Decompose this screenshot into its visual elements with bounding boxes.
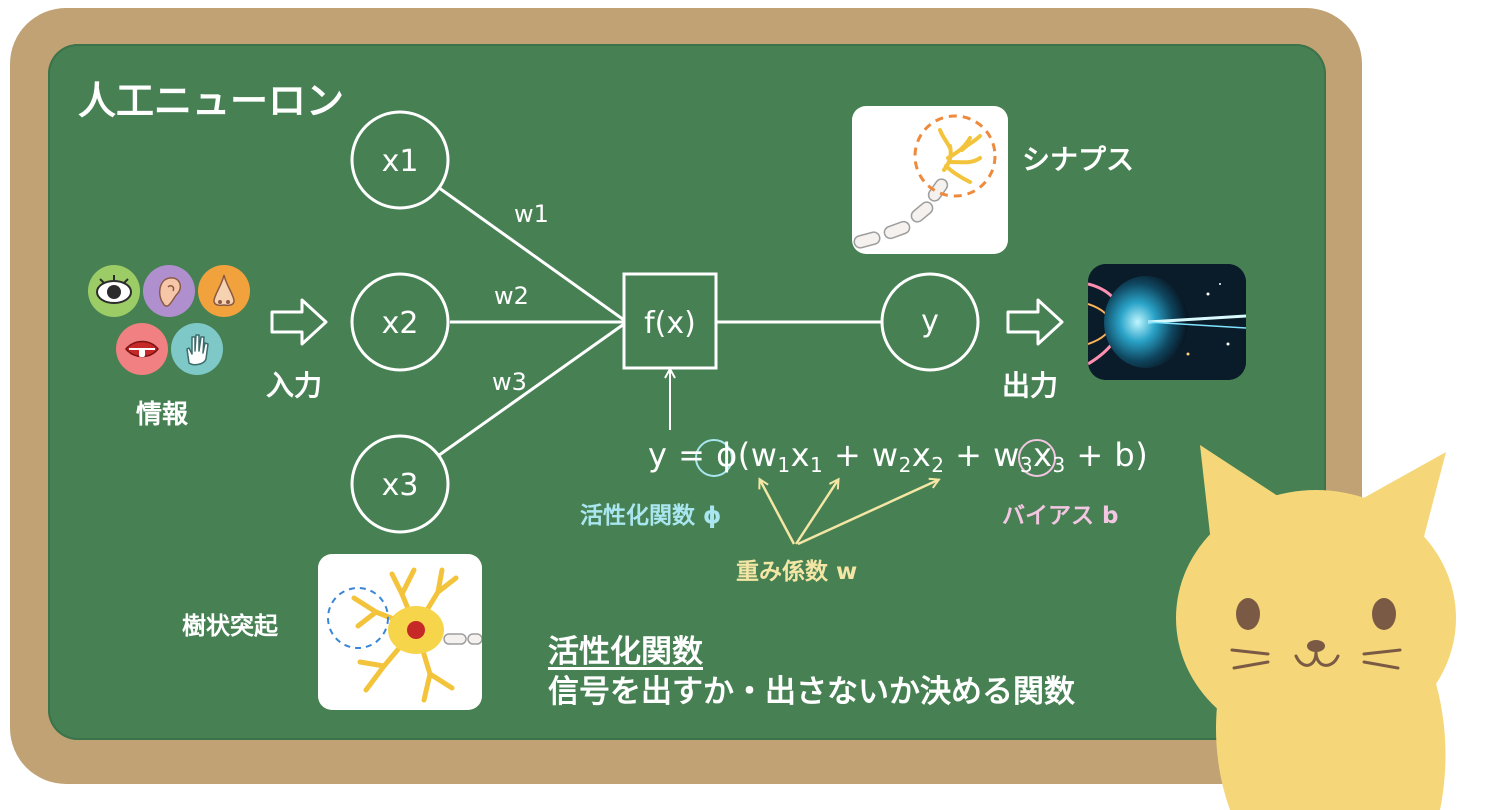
formula-x3: x <box>1033 436 1053 474</box>
blackboard <box>48 44 1326 740</box>
nose-icon <box>198 265 250 317</box>
formula-w3: w <box>993 436 1020 474</box>
formula-lhs: y = <box>648 436 717 474</box>
formula-plus-1: + <box>823 436 872 474</box>
activation-function-annotation: 活性化関数 ϕ <box>580 503 722 529</box>
formula-x2: x <box>911 436 932 474</box>
mouth-icon <box>116 323 168 375</box>
phi-highlight-circle <box>695 439 733 477</box>
formula-w2-sub: 2 <box>898 453 912 477</box>
formula-plus-2: + <box>944 436 994 474</box>
formula-close-paren: ) <box>1135 436 1149 474</box>
input-label: 入力 <box>266 369 323 402</box>
formula-open-paren: ( <box>737 436 751 474</box>
formula-x1: x <box>790 436 811 474</box>
node-y-label: y <box>921 304 939 339</box>
synapse-label: シナプス <box>1022 143 1135 176</box>
node-x2 <box>350 272 450 372</box>
page-title: 人工ニューロン <box>78 79 345 123</box>
formula-x3-sub: 3 <box>1052 453 1066 477</box>
definition-text: 信号を出すか・出さないか決める関数 <box>548 674 1075 710</box>
bias-annotation: バイアス b <box>1002 503 1119 529</box>
output-arrow-icon <box>1006 298 1064 346</box>
node-x1-label: x1 <box>382 144 419 179</box>
weights-annotation: 重み係数 w <box>736 559 858 585</box>
input-arrow-icon <box>270 298 328 346</box>
synapse-illustration <box>852 106 1008 254</box>
definition-title: 活性化関数 <box>548 634 703 670</box>
formula-w3-sub: 3 <box>1019 453 1034 477</box>
bias-highlight-circle <box>1018 439 1056 477</box>
node-function-label: f(x) <box>644 306 696 341</box>
eye-icon <box>88 265 140 317</box>
formula-b: b <box>1114 436 1136 474</box>
formula-w1-sub: 1 <box>777 453 791 477</box>
weight-arrow-3 <box>797 480 938 546</box>
node-x3-label: x3 <box>382 468 419 503</box>
edge-x1-f <box>434 183 625 322</box>
ear-icon <box>143 265 195 317</box>
weight-w2-label: w2 <box>494 282 529 310</box>
neuron-illustration <box>318 554 482 710</box>
formula-w1: w <box>750 436 778 474</box>
node-x3 <box>350 434 450 534</box>
weight-w1-label: w1 <box>514 200 549 228</box>
weight-arrow-1 <box>760 480 796 545</box>
node-function-box <box>622 272 718 370</box>
dendrite-label: 樹状突起 <box>182 612 278 640</box>
node-y <box>880 272 980 372</box>
weight-w3-label: w3 <box>492 368 527 396</box>
node-x1 <box>350 110 450 210</box>
hand-icon <box>171 323 223 375</box>
neuron-formula: y = ϕ(w1x1 + w2x2 + w3x3 + b) <box>648 436 1148 477</box>
formula-x2-sub: 2 <box>931 453 945 477</box>
formula-x1-sub: 1 <box>810 453 824 477</box>
formula-plus-3: + <box>1065 436 1115 474</box>
edge-x3-f <box>434 322 625 460</box>
brain-illustration <box>1088 264 1246 380</box>
formula-w2: w <box>871 436 899 474</box>
node-x2-label: x2 <box>382 306 419 341</box>
info-label: 情報 <box>136 400 189 430</box>
formula-phi: ϕ <box>716 436 738 474</box>
output-label: 出力 <box>1002 369 1059 402</box>
weight-arrow-2 <box>794 480 838 545</box>
